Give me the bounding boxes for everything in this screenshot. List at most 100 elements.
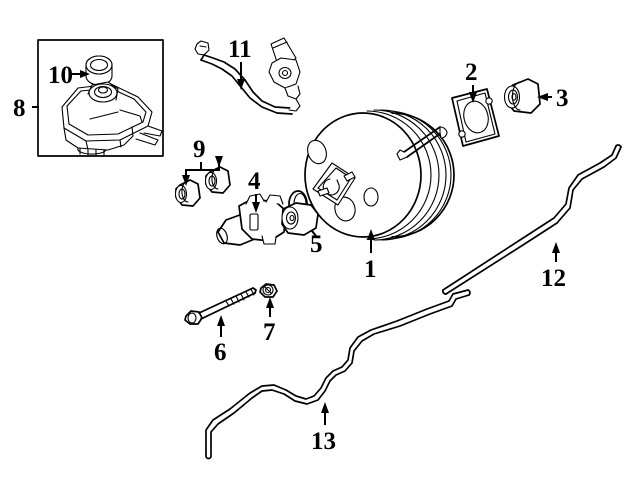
cylinder-body-edge: [238, 205, 243, 230]
callout-9: 9: [182, 136, 223, 186]
booster-front-face: [304, 112, 422, 238]
master-cylinder: [216, 193, 319, 246]
reservoir-cap: [85, 55, 113, 86]
pushrod-base: [396, 149, 408, 161]
hose-end-detail: [199, 45, 207, 48]
cylinder-nose-edge: [217, 231, 225, 244]
reservoir-lower-body: [63, 126, 134, 151]
callout-3-arrowhead: [537, 93, 548, 101]
reservoir-assembly-box: [37, 39, 164, 157]
valve-body: [268, 57, 301, 89]
nut-thread-mark: [264, 286, 272, 294]
line12-end-cap-right: [615, 144, 622, 148]
hose-end-fitting: [194, 40, 210, 56]
pushrod-clevis: [439, 126, 448, 139]
fluid-reservoir: [61, 81, 163, 157]
line13-end-cap-left: [205, 455, 212, 460]
vacuum-grommet: [503, 78, 541, 114]
cap-top: [85, 55, 113, 75]
hex-nut: [259, 283, 278, 298]
callout-8: 8: [13, 95, 39, 122]
gasket-bolt-hole-2: [458, 130, 466, 138]
brake-booster: [304, 109, 455, 241]
callout-13-arrowhead: [321, 402, 329, 413]
reservoir-edge-2: [119, 139, 122, 148]
reservoir-seam: [89, 111, 119, 120]
callout-11-arrowhead: [237, 79, 245, 90]
bolt-tip: [252, 287, 257, 294]
filler-opening-core: [97, 86, 109, 94]
mount-stud-upper: [343, 171, 356, 182]
bushing-right-step: [211, 167, 219, 190]
line13-end-cap-right: [467, 289, 471, 296]
pushrod-shaft-bottom: [406, 132, 442, 158]
booster-rib-2: [386, 110, 452, 240]
reservoir-edge-1: [85, 140, 89, 151]
valve-port: [278, 66, 292, 80]
callout-11: 11: [228, 36, 252, 90]
cylinder-outlet-port: [249, 213, 259, 231]
callout-6-label: 6: [214, 339, 227, 366]
callout-13-label: 13: [311, 428, 336, 455]
line12-wall-a: [442, 145, 617, 291]
callout-4-arrowhead: [252, 202, 260, 213]
callout-7-arrowhead: [266, 297, 274, 308]
booster-boss-right: [363, 187, 379, 207]
mount-tab-lower: [135, 132, 159, 146]
nut-outer-ring: [262, 284, 274, 296]
callout-9-bracket-left: [185, 162, 202, 178]
reservoir-port-right: [265, 194, 284, 205]
callout-2-label: 2: [465, 59, 478, 86]
line12-end-cap-left: [441, 289, 447, 295]
booster-rib-4: [373, 109, 440, 241]
callout-10-arrowhead: [80, 70, 90, 78]
callout-11-label: 11: [228, 36, 252, 63]
bolt-head-face: [187, 312, 197, 324]
cylinder-rear-core: [289, 214, 295, 222]
callout-7: 7: [263, 297, 276, 346]
callout-3-label: 3: [556, 85, 569, 112]
cylinder-nose-face: [216, 227, 228, 245]
booster-rib-5: [366, 110, 432, 240]
check-valve: [268, 37, 301, 112]
bolt-shank-bottom: [200, 292, 256, 320]
hose-left-cap: [200, 54, 205, 61]
vacuum-hose: [194, 37, 301, 115]
hose-upper-wall: [203, 54, 291, 109]
booster-rib-3: [380, 109, 447, 241]
line12-wall-b: [445, 146, 622, 295]
mount-tab-upper: [143, 125, 163, 137]
callout-12-arrowhead: [552, 242, 560, 253]
callout-4: 4: [248, 168, 261, 213]
line13-wall-a: [210, 294, 470, 456]
callout-9-arrowhead-right: [215, 156, 223, 167]
callout-8-label: 8: [13, 95, 26, 122]
callout-6: 6: [214, 315, 227, 366]
booster-mount-plate: [312, 162, 356, 206]
callout-5-label: 5: [310, 231, 323, 258]
mount-stud-lower: [317, 187, 330, 197]
line13-wall-b: [205, 289, 469, 457]
callout-13: 13: [311, 402, 336, 455]
gasket-bolt-hole-1: [485, 97, 493, 105]
reservoir-crease: [119, 109, 143, 123]
mounting-bolt: [184, 287, 257, 325]
outlet-base: [77, 147, 107, 155]
valve-outlet: [284, 85, 301, 100]
brake-line-upper: [441, 144, 622, 295]
cylinder-rear-bore: [285, 211, 297, 225]
callout-1-label: 1: [364, 256, 377, 283]
callout-12-label: 12: [541, 265, 566, 292]
bolt-threads: [225, 288, 255, 307]
bushing-right: [204, 166, 231, 194]
callout-9-arrowhead-left: [182, 175, 190, 186]
callout-1-arrowhead: [367, 229, 375, 240]
valve-port-inner: [281, 69, 289, 77]
valve-outlet-tip: [288, 98, 301, 112]
outlet-ports: [79, 147, 105, 157]
nut-bore: [264, 286, 272, 294]
gasket-center-hole: [463, 100, 489, 134]
callout-2: 2: [465, 59, 478, 103]
